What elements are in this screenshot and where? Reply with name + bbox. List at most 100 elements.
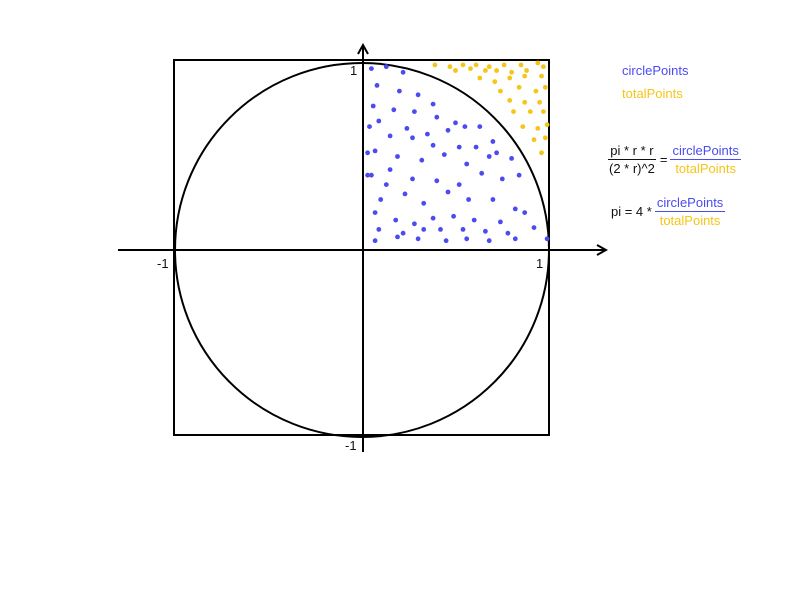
equation-area-ratio: pi * r * r (2 * r)^2 = circlePoints tota… xyxy=(604,143,744,176)
sample-points xyxy=(365,60,550,244)
inside-point xyxy=(471,217,477,223)
inside-point xyxy=(464,236,470,242)
inside-point xyxy=(400,230,406,236)
inside-point xyxy=(412,109,417,114)
inside-point xyxy=(383,182,389,188)
outside-point xyxy=(542,84,548,90)
inside-point xyxy=(415,92,421,98)
outside-point xyxy=(460,62,466,68)
points-fraction: circlePoints totalPoints xyxy=(670,143,741,176)
inside-point xyxy=(490,197,496,202)
inside-point xyxy=(434,178,440,184)
x-axis-right-label: 1 xyxy=(536,256,543,271)
y-axis-bottom-label: -1 xyxy=(345,438,357,453)
inside-point xyxy=(445,127,451,133)
outside-point xyxy=(501,62,507,68)
outside-point xyxy=(537,99,542,105)
inside-point xyxy=(441,152,447,158)
inside-point xyxy=(412,221,417,227)
inside-point xyxy=(499,176,505,182)
inside-point xyxy=(512,206,518,212)
outside-point xyxy=(498,88,503,94)
outside-point xyxy=(509,69,514,75)
inside-point xyxy=(445,189,451,195)
inside-point xyxy=(486,154,492,159)
inside-point xyxy=(483,228,488,234)
inside-point xyxy=(438,227,443,232)
inside-point xyxy=(473,144,479,150)
area-denominator: (2 * r)^2 xyxy=(609,161,655,176)
inside-point xyxy=(456,144,462,150)
inside-point xyxy=(509,156,514,161)
inside-point xyxy=(430,101,436,107)
inside-point xyxy=(387,167,393,173)
outside-point xyxy=(468,66,473,71)
inside-point xyxy=(372,210,378,216)
outside-point xyxy=(535,125,541,131)
equals-sign: = xyxy=(659,152,668,167)
outside-point xyxy=(516,84,522,90)
outside-point xyxy=(477,75,483,81)
inside-point xyxy=(544,236,550,242)
outside-point xyxy=(541,109,546,114)
inside-point xyxy=(421,200,427,206)
inside-point xyxy=(367,124,372,129)
inside-point xyxy=(391,107,397,113)
outside-point xyxy=(541,64,546,70)
outside-point xyxy=(453,68,458,73)
inside-point xyxy=(370,103,376,109)
outside-point xyxy=(533,88,539,94)
inside-point xyxy=(490,139,496,144)
inside-point xyxy=(434,114,440,120)
outside-point xyxy=(492,79,498,85)
y-axis-top-label: 1 xyxy=(350,63,357,78)
outside-point xyxy=(544,122,550,128)
legend-total-points: totalPoints xyxy=(622,86,683,101)
inside-point xyxy=(395,154,400,159)
pi-prefix: pi = 4 * xyxy=(611,204,652,219)
inside-point xyxy=(400,69,406,75)
inside-point xyxy=(421,227,427,232)
inside-point xyxy=(460,227,466,232)
inside-point xyxy=(531,225,537,231)
inside-point xyxy=(430,142,436,148)
area-numerator: pi * r * r xyxy=(608,143,656,160)
pi-denominator: totalPoints xyxy=(659,213,721,228)
outside-point xyxy=(527,109,533,114)
inside-point xyxy=(383,64,389,70)
inside-point xyxy=(369,66,374,71)
outside-point xyxy=(447,64,453,70)
outside-point xyxy=(507,75,513,81)
inside-point xyxy=(477,124,483,129)
outside-point xyxy=(539,73,544,79)
outside-point xyxy=(483,68,488,73)
inside-point xyxy=(464,161,470,167)
inside-point xyxy=(410,176,415,182)
outside-point xyxy=(520,124,526,129)
inside-point xyxy=(505,230,511,236)
equation-pi: pi = 4 * circlePoints totalPoints xyxy=(611,195,728,228)
outside-point xyxy=(524,68,529,73)
inside-point xyxy=(451,213,456,219)
outside-point xyxy=(542,135,548,141)
inside-point xyxy=(486,238,492,244)
inside-point xyxy=(512,236,518,242)
outside-point xyxy=(535,60,541,66)
inside-point xyxy=(376,118,382,124)
inside-point xyxy=(365,172,370,178)
area-fraction: pi * r * r (2 * r)^2 xyxy=(607,143,657,176)
inside-point xyxy=(462,124,468,129)
inside-point xyxy=(479,170,485,176)
outside-point xyxy=(518,62,524,68)
inside-point xyxy=(522,210,528,216)
outside-point xyxy=(531,137,537,143)
pi-fraction: circlePoints totalPoints xyxy=(654,195,726,228)
inside-point xyxy=(395,234,400,240)
points-denominator: totalPoints xyxy=(675,161,737,176)
inside-point xyxy=(456,182,462,188)
outside-point xyxy=(486,64,492,70)
outside-point xyxy=(432,62,438,68)
outside-point xyxy=(522,99,528,105)
inside-point xyxy=(516,172,522,178)
inside-point xyxy=(372,148,378,154)
